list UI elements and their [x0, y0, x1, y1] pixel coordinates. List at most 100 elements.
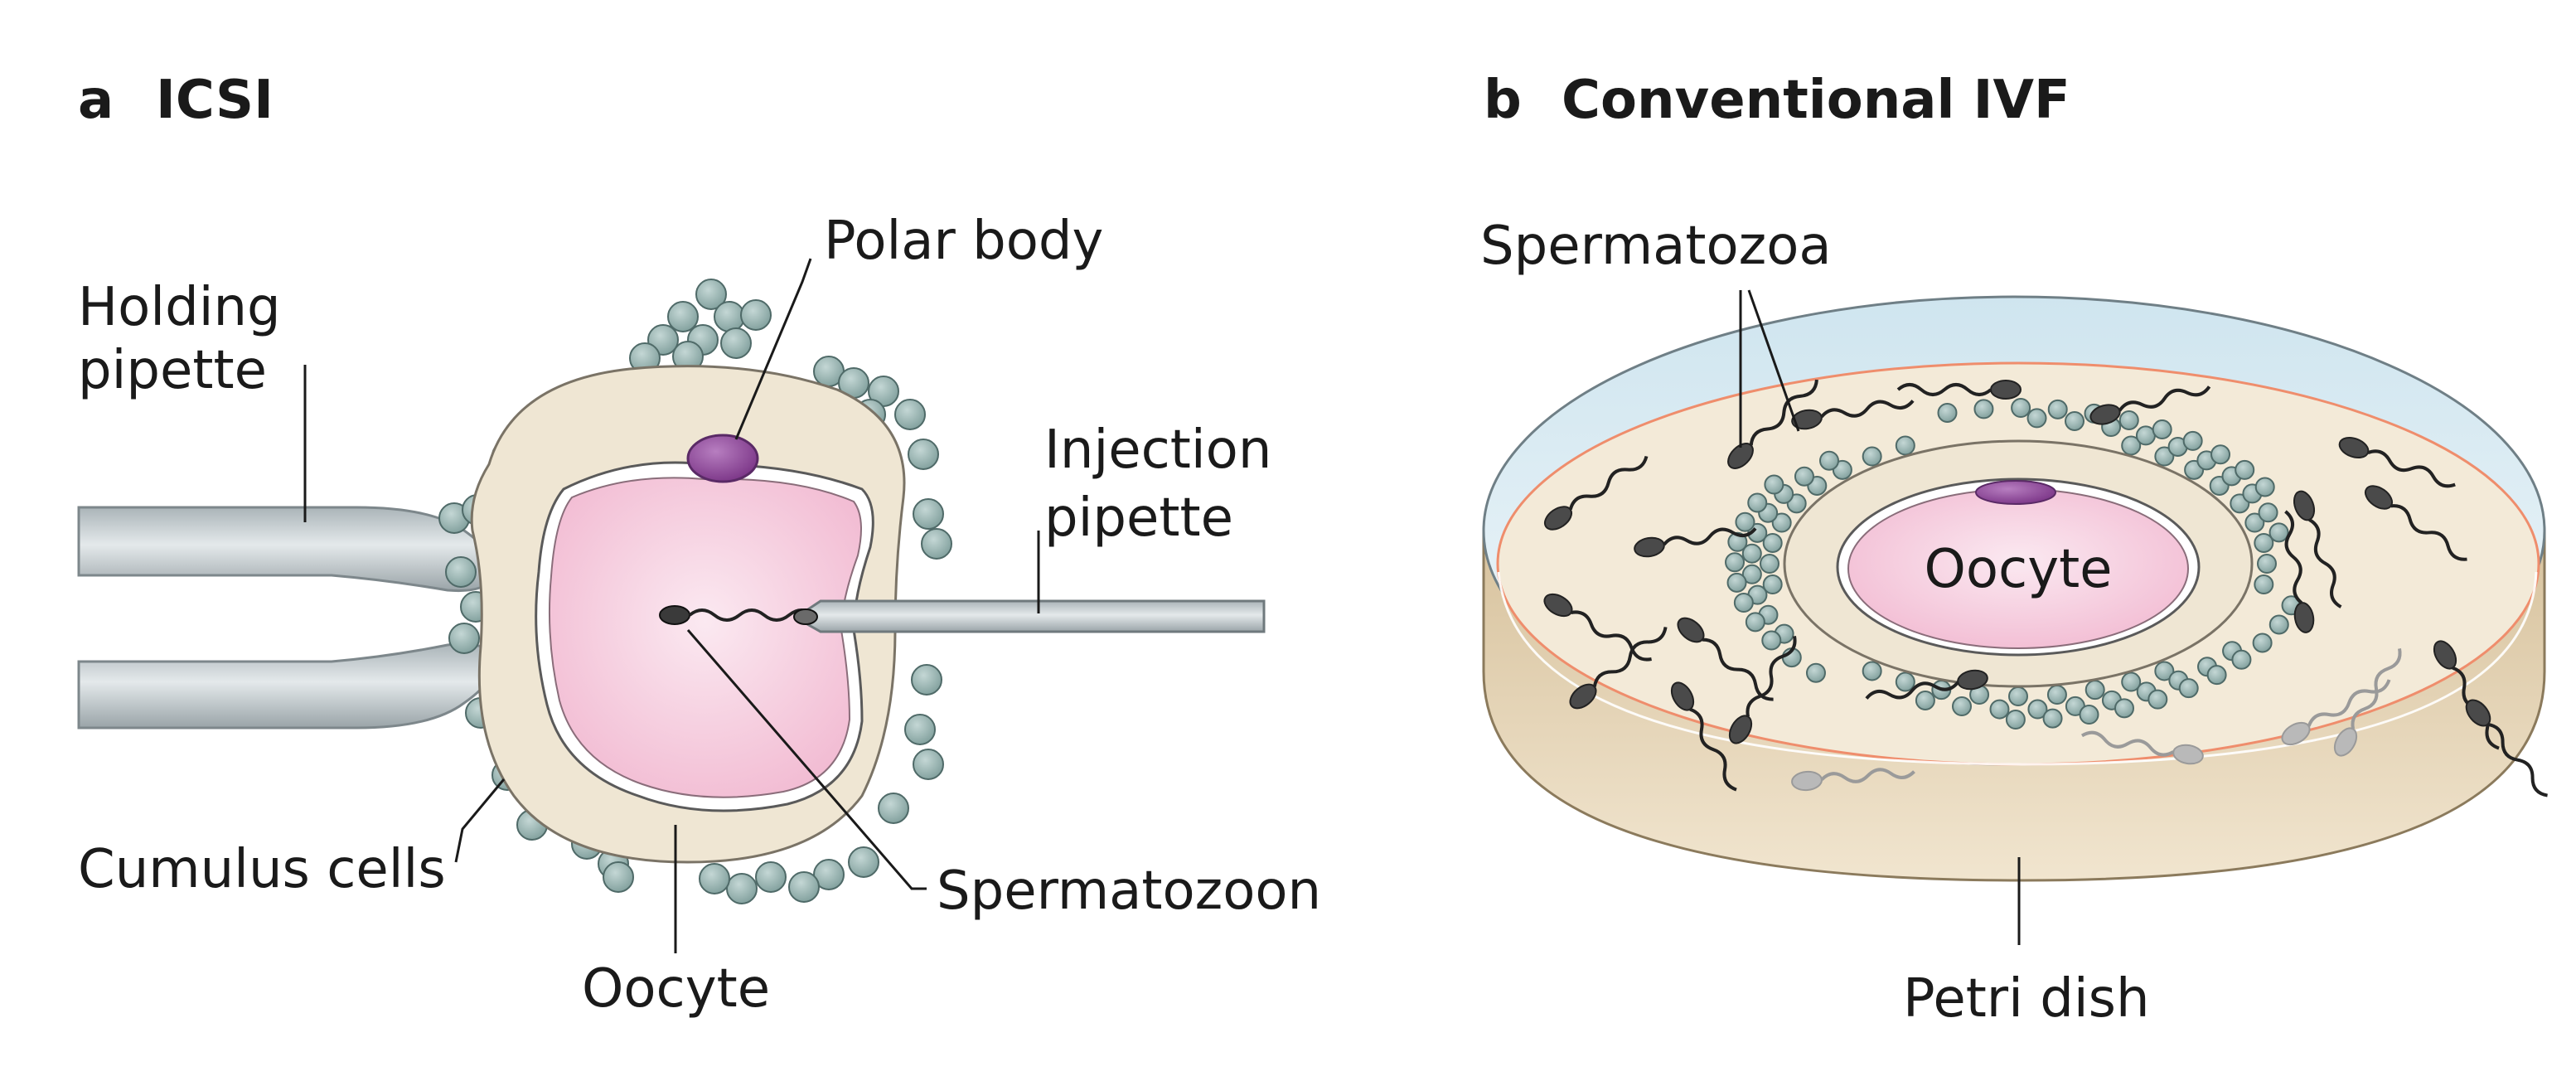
spermatozoon — [1670, 681, 1737, 792]
spermatozoon — [2089, 385, 2211, 425]
polar-body-a — [686, 434, 759, 483]
injection-pipette — [793, 599, 1266, 633]
spermatozoon — [2080, 730, 2204, 765]
cumulus-cell — [1951, 696, 1972, 717]
cumulus-cell — [2235, 459, 2255, 480]
oocyte-cytoplasm-a — [548, 477, 862, 798]
cumulus-cell — [1761, 630, 1782, 651]
cumulus-cell — [2252, 633, 2273, 653]
cumulus-cell — [1726, 572, 1747, 593]
cumulus-cell — [2269, 614, 2289, 635]
leader-lines-a — [303, 258, 1040, 953]
cumulus-cell — [913, 498, 944, 530]
cumulus-cell — [448, 623, 480, 654]
spermatozoon — [1865, 669, 1988, 700]
cumulus-cell — [1973, 399, 1994, 419]
panel-b-letter: b — [1484, 70, 1522, 131]
cumulus-cell — [2206, 665, 2227, 686]
spermatozoon — [1634, 527, 1757, 558]
cumulus-cell — [1805, 662, 1826, 683]
panel-a-letter: a — [78, 70, 114, 131]
cumulus-cell — [1745, 612, 1765, 633]
cumulus-cell — [2154, 446, 2175, 467]
cumulus-cell — [2118, 410, 2139, 430]
cumulus-cell — [740, 299, 772, 331]
cumulus-cell — [1895, 435, 1915, 456]
cumulus-cell — [2085, 680, 2105, 700]
cumulus-cell — [2154, 661, 2175, 681]
cumulus-cell — [1794, 466, 1814, 487]
spermatozoon — [1677, 617, 1774, 701]
cumulus-cell — [2114, 698, 2134, 719]
cumulus-cell — [2047, 399, 2068, 419]
cumulus-cell — [1733, 593, 1754, 613]
cumulus-cell — [1741, 543, 1762, 564]
label-holding-pipette-2: pipette — [78, 340, 267, 401]
cumulus-cell — [2254, 532, 2274, 553]
cumulus-cell — [2182, 430, 2203, 451]
cumulus-cell — [445, 556, 477, 588]
cumulus-cell — [1747, 492, 1768, 513]
spermatozoon — [1728, 636, 1797, 744]
label-oocyte-a: Oocyte — [582, 958, 770, 1020]
cumulus-cell — [1989, 699, 2010, 720]
cumulus-cell — [921, 528, 952, 560]
label-petri-dish: Petri dish — [1903, 968, 2150, 1030]
cumulus-cell — [2135, 425, 2156, 446]
cumulus-cell — [755, 861, 787, 893]
leader-lines-b — [1739, 289, 2021, 945]
label-oocyte-b: Oocyte — [1924, 539, 2112, 600]
cumulus-cell — [2027, 699, 2048, 720]
cumulus-cell — [894, 399, 926, 430]
spermatozoa-b — [1543, 379, 2548, 797]
cumulus-cell — [2065, 410, 2085, 431]
spermatozoon — [1896, 380, 2022, 400]
cumulus-cell — [1771, 512, 1792, 533]
cumulus-cell — [2026, 408, 2047, 429]
cumulus-cell — [904, 714, 936, 745]
label-spermatozoon: Spermatozoon — [937, 860, 1321, 922]
cumulus-cell — [1727, 531, 1748, 552]
spermatozoon — [1727, 379, 1818, 469]
cumulus-cell — [813, 859, 845, 890]
cumulus-cell — [878, 793, 909, 824]
cumulus-cell — [2005, 709, 2026, 730]
spermatozoon — [2284, 510, 2315, 633]
spermatozoon — [1543, 455, 1649, 531]
cumulus-cell — [1862, 661, 1882, 681]
cumulus-cell — [2147, 689, 2168, 710]
cumulus-cell — [2231, 649, 2252, 670]
cumulus-cell — [2121, 671, 2142, 692]
cumulus-cell — [913, 749, 944, 780]
panel-b: b Conventional IVF Oocyte Sperm — [1480, 70, 2548, 1030]
cumulus-cell — [2244, 512, 2265, 533]
cumulus-cell — [2269, 522, 2289, 543]
cumulus-cell — [2079, 705, 2099, 725]
cumulus-cell — [2210, 444, 2231, 465]
cumulus-cell — [2152, 419, 2172, 440]
spermatozoon — [1543, 593, 1652, 662]
cumulus-cell — [2178, 678, 2199, 699]
polar-body-b — [1975, 480, 2056, 505]
cumulus-cell — [1915, 690, 1935, 710]
spermatozoon — [1569, 627, 1668, 710]
cumulus-cell — [2046, 685, 2067, 705]
holding-pipette — [77, 506, 496, 730]
cumulus-cell — [1725, 552, 1746, 573]
cumulus-cell — [1895, 671, 1915, 692]
spermatozoon — [2465, 699, 2548, 797]
cumulus-cell — [667, 301, 699, 332]
cumulus-cell — [2258, 502, 2278, 523]
label-injection-pipette-1: Injection — [1044, 419, 1271, 481]
cumulus-cell — [720, 327, 752, 359]
cumulus-cell — [603, 861, 634, 893]
cumulus-cell — [2008, 686, 2028, 706]
spermatozoon-a — [659, 605, 818, 625]
cumulus-cell — [726, 873, 758, 904]
spermatozoon — [1791, 768, 1915, 792]
cumulus-cell — [848, 846, 879, 878]
label-spermatozoa: Spermatozoa — [1480, 216, 1832, 277]
label-holding-pipette-1: Holding — [78, 277, 281, 338]
spermatozoon — [2333, 648, 2402, 757]
